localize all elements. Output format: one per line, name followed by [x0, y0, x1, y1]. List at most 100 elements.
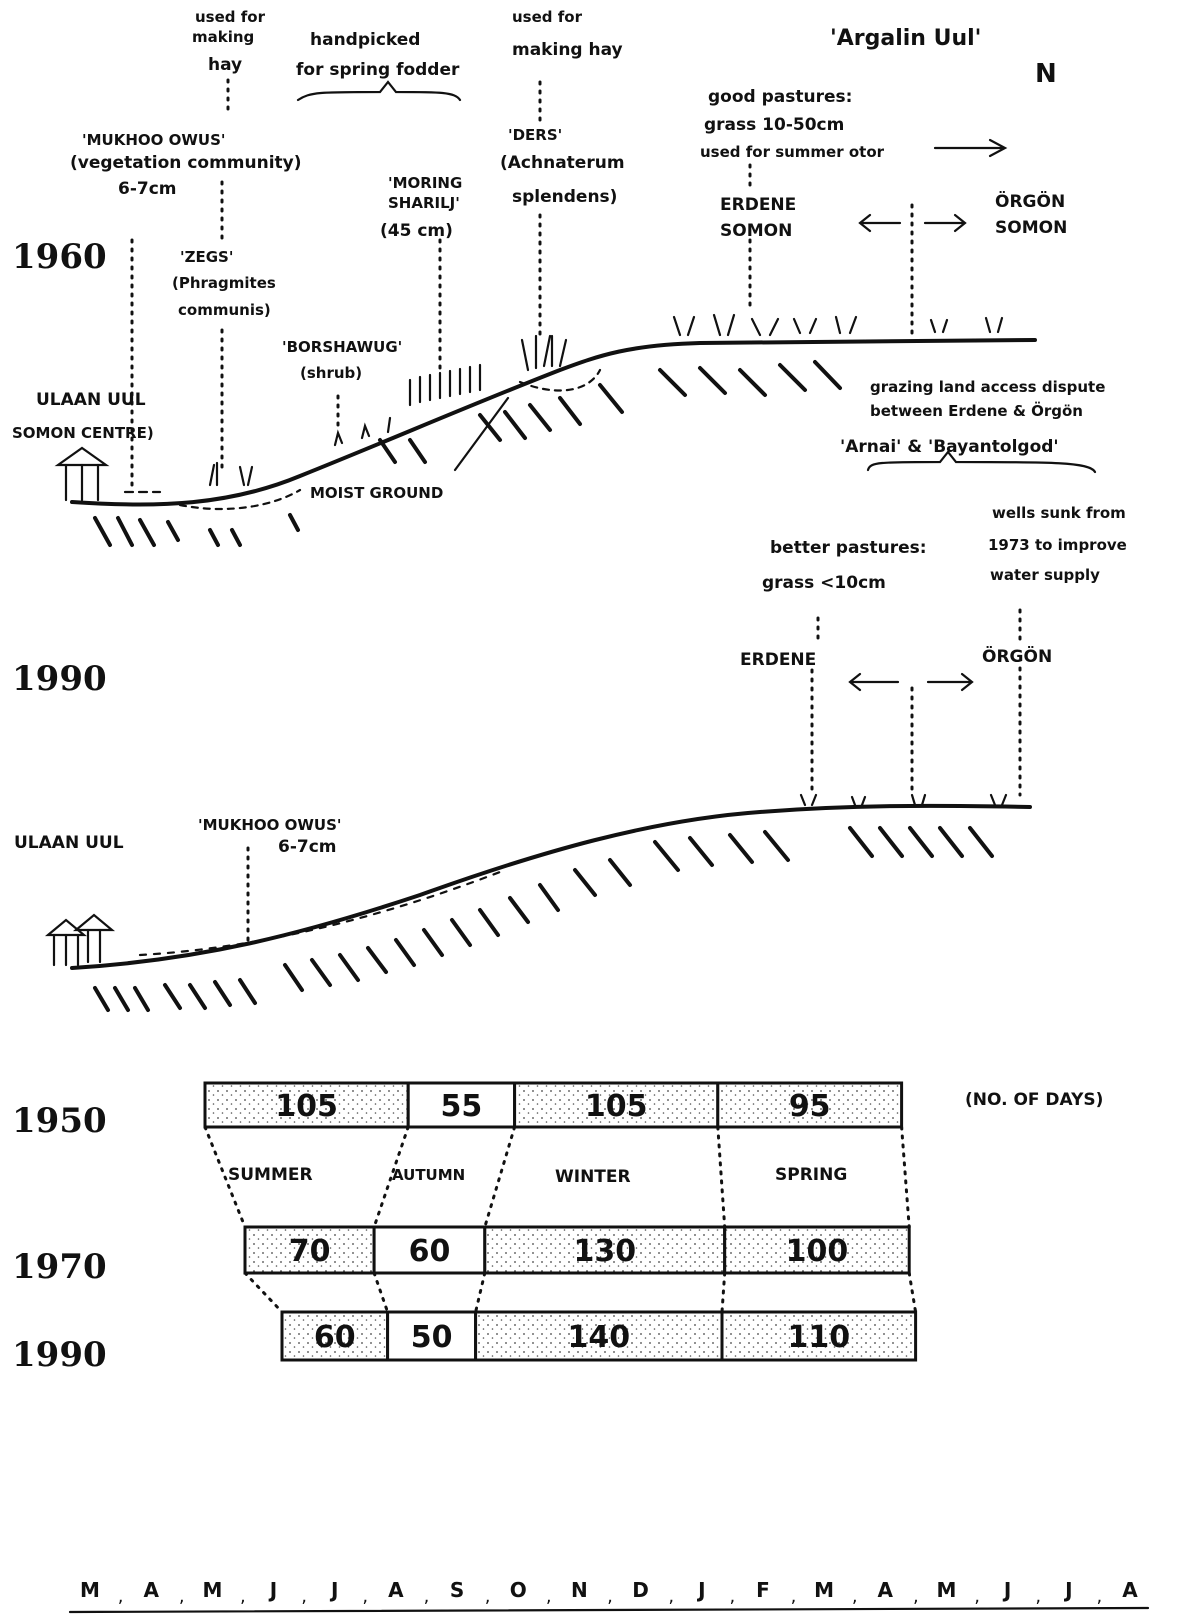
ground-profile-1960 — [70, 338, 1037, 507]
month-separator-9: , — [668, 1586, 674, 1607]
label-good-pastures-line3: used for summer otor — [700, 143, 885, 161]
vegetation-marks-1960 — [208, 313, 1004, 487]
label-moist-ground: MOIST GROUND — [310, 484, 443, 502]
month-label-7: O — [510, 1578, 527, 1602]
annotation-mukhoo-owus-1960: 'MUKHOO OWUS' (vegetation community) 6-7… — [70, 131, 302, 199]
label-good-pastures-line2: grass 10-50cm — [704, 115, 844, 135]
vegetation-marks-1990 — [799, 793, 1008, 807]
yurt-settlement-icon-1960 — [54, 446, 110, 502]
cell-1970-summer — [243, 1225, 376, 1275]
row-year-1950: 1950 — [12, 1101, 107, 1141]
cell-1970-autumn — [372, 1225, 487, 1275]
annotation-erdene-somon: ERDENE SOMON — [720, 195, 796, 241]
month-separator-5: , — [424, 1586, 430, 1607]
label-used-for-hay-1-line1: used for — [195, 8, 266, 26]
month-separator-8: , — [607, 1586, 613, 1607]
month-separator-4: , — [362, 1586, 368, 1607]
cell-1950-summer — [203, 1081, 410, 1129]
subsoil-hatching-1990 — [93, 826, 994, 1012]
cell-1970-spring — [723, 1225, 911, 1275]
connector-1970-1990-0 — [243, 1271, 284, 1314]
value-1990-spring: 110 — [787, 1320, 850, 1355]
value-1950-autumn: 55 — [441, 1089, 483, 1124]
annotation-ders: 'DERS' (Achnaterum splendens) — [500, 126, 625, 207]
label-used-for-hay-2-line2: making hay — [512, 40, 623, 60]
label-dispute-line3: 'Arnai' & 'Bayantolgod' — [840, 437, 1059, 457]
label-wells-line3: water supply — [990, 566, 1100, 584]
sparse-vegetation-1990 — [138, 870, 502, 957]
season-label-spring: SPRING — [775, 1165, 847, 1185]
label-mukhoo-line3: 6-7cm — [118, 179, 177, 199]
leader-lines-1960 — [123, 78, 914, 494]
label-mukhoo-1990-line2: 6-7cm — [278, 837, 337, 857]
annotation-handpicked: handpicked for spring fodder — [296, 30, 460, 80]
label-zegs-line2: (Phragmites — [172, 274, 276, 292]
value-1970-summer: 70 — [289, 1234, 331, 1269]
annotation-grazing-dispute: grazing land access dispute between Erde… — [840, 378, 1105, 457]
label-orgon-somon-1960: SOMON — [995, 218, 1067, 238]
connector-1950-1970-0 — [203, 1125, 247, 1229]
cell-1990-summer — [280, 1310, 390, 1362]
label-somon-centre: SOMON CENTRE) — [12, 424, 154, 442]
label-borshawug-line1: 'BORSHAWUG' — [282, 338, 402, 356]
label-erdene-1960: ERDENE — [720, 195, 796, 215]
label-wells-line1: wells sunk from — [992, 504, 1126, 522]
subsoil-hatching-1960 — [93, 360, 842, 547]
month-separator-1: , — [179, 1586, 185, 1607]
label-ulaan-uul-1960: ULAAN UUL — [36, 390, 146, 410]
connector-1950-1970-3 — [716, 1125, 727, 1229]
label-ders-line3: splendens) — [512, 187, 617, 207]
value-1970-autumn: 60 — [409, 1234, 451, 1269]
label-ders-line2: (Achnaterum — [500, 153, 625, 173]
month-label-15: J — [1002, 1578, 1011, 1602]
label-handpicked-line2: for spring fodder — [296, 60, 460, 80]
row-year-1990: 1990 — [12, 1335, 107, 1375]
label-ulaan-uul-1990: ULAAN UUL — [14, 833, 124, 853]
cell-1990-spring — [720, 1310, 918, 1362]
label-dispute-line1: grazing land access dispute — [870, 378, 1105, 396]
arrows-1990 — [848, 672, 974, 692]
annotation-borshawug: 'BORSHAWUG' (shrub) — [282, 338, 402, 382]
month-separator-14: , — [974, 1586, 980, 1607]
value-1950-spring: 95 — [789, 1089, 831, 1124]
annotation-used-for-hay-2: used for making hay — [512, 8, 623, 60]
season-label-summer: SUMMER — [228, 1165, 313, 1185]
month-separator-12: , — [852, 1586, 858, 1607]
cell-1970-winter — [483, 1225, 727, 1275]
label-mukhoo-line1: 'MUKHOO OWUS' — [82, 131, 225, 149]
month-label-10: J — [696, 1578, 705, 1602]
month-label-6: S — [450, 1578, 464, 1602]
year-1990-label: 1990 — [12, 659, 107, 699]
connector-1970-1990-3 — [720, 1271, 727, 1314]
connector-1970-1990-1 — [372, 1271, 390, 1314]
annotation-mukhoo-owus-1990: 'MUKHOO OWUS' 6-7cm — [198, 816, 341, 857]
label-used-for-hay-2-line1: used for — [512, 8, 583, 26]
month-label-14: M — [937, 1578, 957, 1602]
label-dispute-line2: between Erdene & Örgön — [870, 401, 1083, 420]
seasonal-days-table: 1950 1970 1990 (NO. OF DAYS) SUMMER AUTU… — [12, 1081, 1103, 1375]
month-label-16: J — [1063, 1578, 1072, 1602]
label-handpicked-line1: handpicked — [310, 30, 420, 50]
annotation-used-for-hay-1: used for making hay — [192, 8, 266, 75]
month-label-2: M — [202, 1578, 222, 1602]
label-good-pastures-line1: good pastures: — [708, 87, 852, 107]
label-zegs-line1: 'ZEGS' — [180, 248, 233, 266]
month-separator-7: , — [546, 1586, 552, 1607]
value-1970-winter: 130 — [573, 1234, 636, 1269]
row-year-1970: 1970 — [12, 1247, 107, 1287]
connector-1950-1970-4 — [900, 1125, 911, 1229]
month-label-3: J — [268, 1578, 277, 1602]
month-label-8: N — [571, 1578, 588, 1602]
label-mukhoo-1990-line1: 'MUKHOO OWUS' — [198, 816, 341, 834]
annotation-better-pastures: better pastures: grass <10cm — [762, 538, 927, 593]
month-label-12: M — [814, 1578, 834, 1602]
annotation-zegs: 'ZEGS' (Phragmites communis) — [172, 248, 276, 319]
connector-1970-1990-2 — [474, 1271, 487, 1314]
month-separator-3: , — [301, 1586, 307, 1607]
month-timeline: M,A,M,J,J,A,S,O,N,D,J,F,M,A,M,J,J,A — [68, 1578, 1150, 1614]
cell-1990-autumn — [386, 1310, 478, 1362]
moist-ground-lens — [178, 488, 302, 511]
ground-profile-1990 — [70, 803, 1032, 970]
month-label-9: D — [632, 1578, 649, 1602]
